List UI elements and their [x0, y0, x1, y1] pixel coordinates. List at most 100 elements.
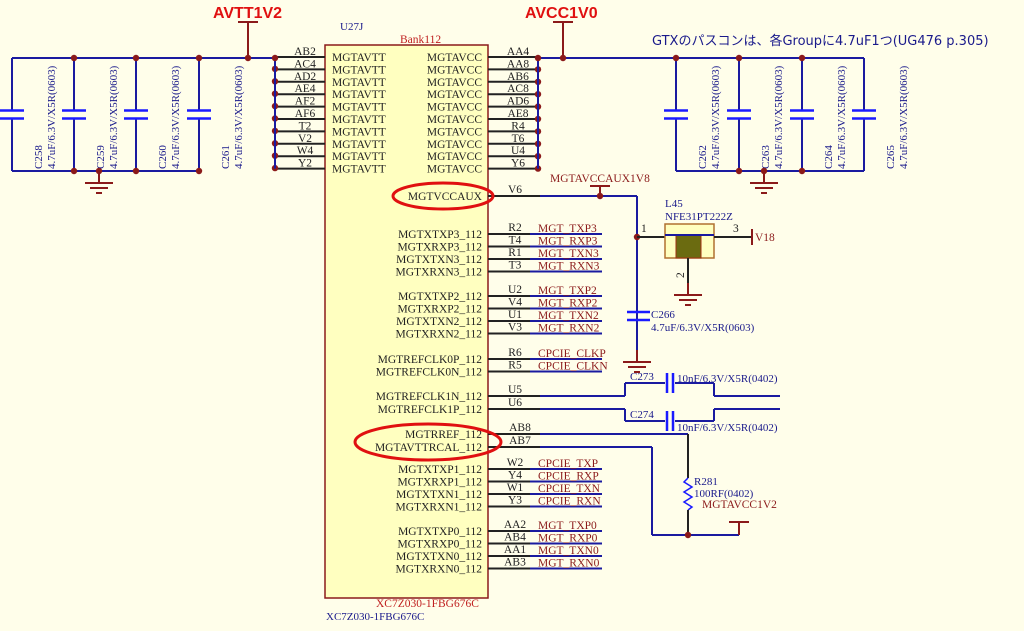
net-label-cpcie_rxn: CPCIE_RXN [538, 496, 601, 508]
pin-name: MGTAVTTRCAL_112 [375, 442, 482, 454]
junction-dot [244, 54, 252, 62]
pin-name: MGTAVCC [427, 89, 482, 101]
pin-number: U6 [508, 397, 522, 409]
pin-number: U1 [508, 309, 522, 321]
pin-name: MGTXRXN1_112 [396, 502, 483, 514]
pin-name: MGTAVTT [332, 164, 386, 176]
pin-name: MGTXRXP3_112 [397, 242, 482, 254]
pin-name: MGTAVCC [427, 151, 482, 163]
pin-number: AD2 [294, 71, 317, 83]
pin-name: MGTXTXP1_112 [398, 464, 482, 476]
mgtavccaux-power-label: MGTAVCCAUX1V8 [550, 173, 650, 185]
resistor-r281[interactable] [682, 477, 694, 511]
cap-c263-ref[interactable]: C263 [760, 145, 772, 169]
net-label-mgt_rxp0: MGT_RXP0 [538, 533, 598, 545]
c273-value: 10nF/6.3V/X5R(0402) [677, 373, 778, 385]
junction-dot [70, 54, 78, 62]
pin-name: MGTAVTT [332, 126, 386, 138]
pin-name: MGTXTXN2_112 [396, 316, 482, 328]
avtt-power-label: AVTT1V2 [213, 5, 282, 22]
net-label-mgt_rxn3: MGT_RXN3 [538, 261, 600, 273]
pin-number: R6 [508, 347, 522, 359]
pin-number: U2 [508, 284, 522, 296]
highlight-mgtvccaux [391, 181, 495, 211]
pin-number: AA4 [507, 46, 530, 58]
highlight-rcal [353, 422, 503, 462]
l45-pin3-number: 3 [733, 223, 739, 235]
c274-ref: C274 [630, 409, 654, 421]
cap-c259-value: 4.7uF/6.3V/X5R(0603) [108, 65, 120, 169]
pin-number: AA8 [507, 58, 530, 70]
cap-c261-ref[interactable]: C261 [220, 145, 232, 169]
cap-c261-value: 4.7uF/6.3V/X5R(0603) [233, 65, 245, 169]
mgtavcc1v2-power-label: MGTAVCC1V2 [702, 499, 777, 511]
pin-number: W4 [297, 145, 314, 157]
net-label-mgt_txn0: MGT_TXN0 [538, 545, 599, 557]
pin-name: MGTAVCC [427, 102, 482, 114]
pin-name: MGTREFCLK0N_112 [376, 367, 483, 379]
pin-number: W2 [507, 457, 524, 469]
pin-number: R1 [508, 247, 522, 259]
cap-c258-ref[interactable]: C258 [33, 145, 45, 169]
junction-dot [684, 531, 692, 539]
junction-dot [195, 54, 203, 62]
pin-name: MGTAVTT [332, 151, 386, 163]
junction-dot [70, 167, 78, 175]
pin-name: MGTAVTT [332, 114, 386, 126]
pin-name: MGTXTXP3_112 [398, 229, 482, 241]
cap-c260-value: 4.7uF/6.3V/X5R(0603) [170, 65, 182, 169]
cap-c264-value: 4.7uF/6.3V/X5R(0603) [836, 65, 848, 169]
junction-dot [596, 192, 604, 200]
pin-name: MGTAVCC [427, 52, 482, 64]
l45-part: NFE31PT222Z [665, 211, 733, 223]
pin-number: AB6 [507, 71, 529, 83]
pin-number: W1 [507, 482, 524, 494]
ic-refdes: U27J [340, 21, 364, 33]
pin-number: T4 [509, 235, 522, 247]
junction-dot [534, 54, 542, 62]
cap-c262-ref[interactable]: C262 [697, 145, 709, 169]
cap-c259-ref[interactable]: C259 [95, 145, 107, 169]
cap-c265-value: 4.7uF/6.3V/X5R(0603) [898, 65, 910, 169]
pin-number: V6 [508, 184, 522, 196]
net-label-mgt_txn3: MGT_TXN3 [538, 248, 599, 260]
pin-number: R4 [511, 120, 525, 132]
pin-number: U4 [511, 145, 525, 157]
pin-number: T6 [512, 133, 525, 145]
l45-pin1-number: 1 [641, 223, 647, 235]
r281-ref: R281 [694, 476, 718, 488]
pin-number: AC8 [507, 83, 529, 95]
pin-name: MGTREFCLK0P_112 [378, 354, 483, 366]
pin-number: R2 [508, 222, 522, 234]
r281-value: 100RF(0402) [694, 488, 754, 500]
junction-dot [798, 167, 806, 175]
pin-name: MGTAVTT [332, 77, 386, 89]
cap-c264-ref[interactable]: C264 [823, 145, 835, 169]
pin-number: R5 [508, 360, 522, 372]
avcc-power-label: AVCC1V0 [525, 5, 598, 22]
cap-c265-ref[interactable]: C265 [885, 145, 897, 169]
pin-name: MGTAVTT [332, 89, 386, 101]
pin-number: AB2 [294, 46, 316, 58]
c266-value: 4.7uF/6.3V/X5R(0603) [651, 322, 755, 334]
pin-name: MGTAVCC [427, 77, 482, 89]
junction-dot [672, 54, 680, 62]
pin-name: MGTAVCC [427, 126, 482, 138]
ic-body[interactable] [324, 44, 489, 599]
cap-c263-value: 4.7uF/6.3V/X5R(0603) [773, 65, 785, 169]
cap-c260-ref[interactable]: C260 [157, 145, 169, 169]
net-label-cpcie_txn: CPCIE_TXN [538, 483, 601, 495]
net-label-cpcie_clkn: CPCIE_CLKN [538, 361, 608, 373]
net-label-mgt_txp3: MGT_TXP3 [538, 223, 597, 235]
pin-name: MGTAVCC [427, 139, 482, 151]
net-label-mgt_rxn2: MGT_RXN2 [538, 323, 600, 335]
pin-name: MGTAVTT [332, 52, 386, 64]
pin-name: MGTXTXN1_112 [396, 489, 482, 501]
pin-name: MGTXTXN0_112 [396, 551, 482, 563]
pin-number: AC4 [294, 58, 316, 70]
c274-value: 10nF/6.3V/X5R(0402) [677, 422, 778, 434]
net-label-mgt_rxp3: MGT_RXP3 [538, 236, 598, 248]
junction-dot [132, 167, 140, 175]
ic-bank: Bank112 [400, 34, 441, 46]
design-note: GTXのパスコンは、各Groupに4.7uF1つ(UG476 p.305) [652, 33, 989, 49]
